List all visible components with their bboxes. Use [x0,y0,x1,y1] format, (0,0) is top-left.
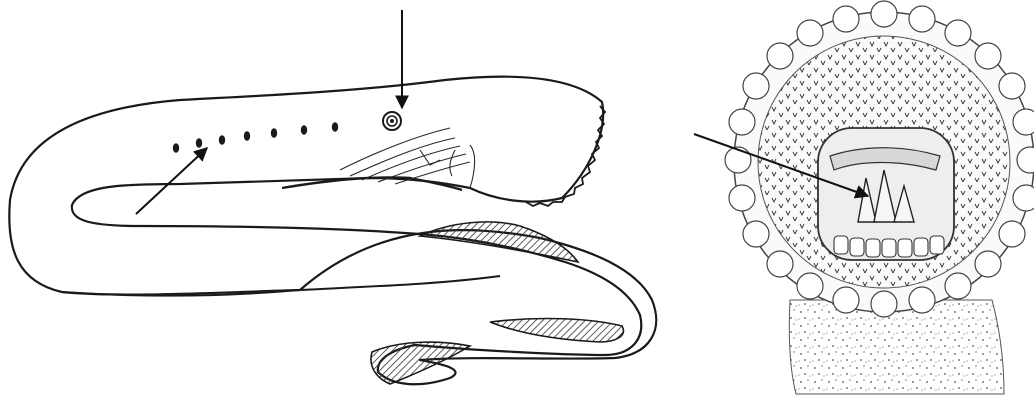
dorsal-fin-1 [420,222,578,262]
dorsal-fin-2 [490,319,623,342]
lamprey-throat [789,300,1004,394]
body-lower-line [62,276,500,296]
tail-fin [371,342,470,384]
infraoral-teeth [834,236,944,257]
lamprey-side-view [9,77,656,385]
eye [383,112,401,130]
lamprey-oral-disc-front-view [725,1,1034,394]
gill-pores [173,122,338,153]
oral-disc [526,106,605,206]
arrow-to-gill-pores [136,148,207,214]
